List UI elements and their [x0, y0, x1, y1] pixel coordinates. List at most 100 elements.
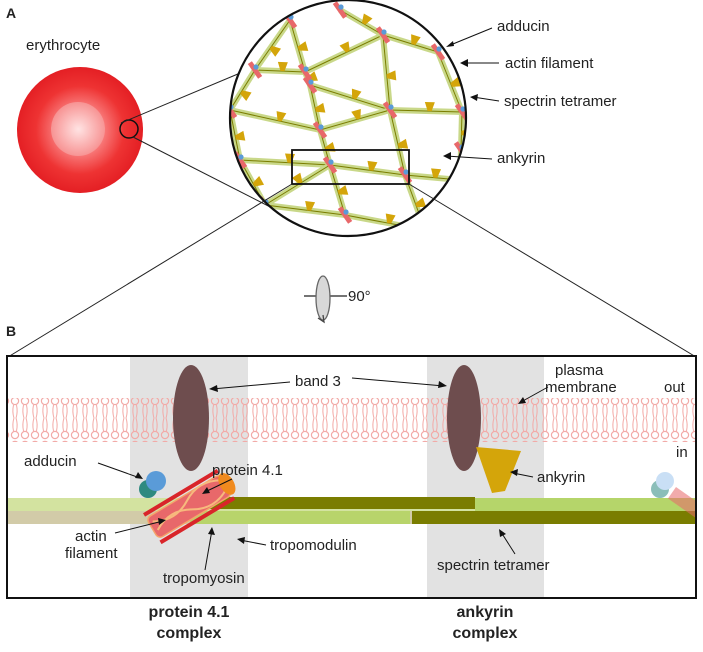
protein41-complex-caption-line1: protein 4.1	[149, 604, 230, 621]
erythrocyte-cell	[17, 67, 143, 193]
ankyrin-marker	[361, 13, 373, 25]
tropomodulin-label: tropomodulin	[270, 537, 357, 554]
ankyrin-marker	[411, 34, 421, 45]
ankyrin-marker	[351, 88, 362, 100]
ankyrin-marker	[339, 41, 350, 53]
spectrin-segment-core	[264, 204, 346, 216]
ankyrin-complex-caption-line1: ankyrin	[457, 604, 514, 621]
spectrin-segment-core	[460, 111, 463, 151]
actin-junction	[230, 101, 238, 119]
actin-junction	[247, 61, 263, 79]
ankyrin-protein	[476, 447, 521, 493]
ankyrin-marker	[460, 161, 466, 172]
adducin-dot	[460, 106, 466, 112]
zoom-line-upper	[120, 70, 246, 124]
rotation-label: 90°	[348, 288, 371, 305]
plasma-label-line2: membrane	[545, 379, 617, 396]
adducin-dot	[328, 159, 334, 165]
adducin-dot	[343, 209, 349, 215]
actin-junction	[337, 206, 353, 224]
actin-label-line1: actin	[75, 528, 107, 545]
spectrin-segment-core	[339, 9, 384, 36]
adducin-dot	[253, 64, 259, 70]
ankyrin-marker	[291, 172, 303, 185]
ankyrin-marker	[385, 213, 396, 224]
ankyrin-marker	[397, 138, 409, 149]
band3-protein-left	[173, 365, 209, 471]
actin-label-line2: filament	[65, 545, 118, 562]
actin-junction	[417, 221, 433, 236]
spectrin-segment-core	[382, 34, 439, 53]
zoom-line-b-right	[408, 183, 697, 358]
adducin-dot	[238, 154, 244, 160]
right-partial-complex	[651, 472, 696, 533]
panel-a-letter: A	[6, 5, 16, 21]
adducin-dot	[388, 104, 394, 110]
spectrin-segment-core	[264, 164, 331, 206]
adducin-label-b: adducin	[24, 453, 77, 470]
actin-junction	[382, 101, 398, 119]
ankyrin-marker	[277, 61, 288, 72]
plasma-membrane-bilayer	[7, 398, 696, 442]
band3-label: band 3	[295, 373, 341, 390]
ankyrin-marker	[276, 111, 287, 122]
actin-junction	[302, 76, 318, 94]
ankyrin-marker	[305, 200, 316, 211]
spectrin-tetramer-label-a: spectrin tetramer	[504, 93, 617, 110]
spectrin-segment-core	[254, 19, 291, 71]
ankyrin-marker	[240, 90, 252, 102]
actin-filament-complex	[143, 468, 236, 545]
adducin-dot	[436, 46, 442, 52]
spectrin-segment-core	[309, 84, 391, 111]
adducin-blue-subunit	[146, 471, 166, 491]
ankyrin-marker	[315, 102, 326, 113]
ankyrin-marker	[337, 185, 349, 195]
rotation-icon	[304, 275, 347, 324]
ankyrin-marker	[431, 168, 442, 178]
adducin-dot	[458, 174, 464, 180]
zoom-line-lower	[132, 136, 281, 213]
spectrin-segment-core	[319, 109, 391, 131]
spectrin-segment-core	[230, 109, 241, 161]
actin-junction	[322, 156, 338, 174]
actin-junction	[430, 43, 446, 61]
ankyrin-label-b: ankyrin	[537, 469, 585, 486]
erythrocyte-label: erythrocyte	[26, 37, 100, 54]
panel-b-detail	[6, 355, 697, 599]
spectrin-strand-dark-right	[412, 511, 696, 524]
actin-junction	[452, 171, 466, 189]
spectrin-segment-core	[437, 51, 463, 113]
tropomodulin-cap	[218, 472, 236, 495]
protein41-label: protein 4.1	[212, 462, 283, 479]
plasma-label-line1: plasma	[555, 362, 604, 379]
ankyrin-marker	[415, 197, 427, 208]
adducin-dot	[308, 79, 314, 85]
ankyrin-marker	[297, 41, 309, 51]
adducin-dot	[403, 169, 409, 175]
actin-junction	[312, 121, 328, 139]
ankyrin-marker	[252, 176, 265, 187]
actin-junction	[332, 1, 348, 19]
spectrin-segment-core	[230, 109, 321, 131]
adducin-dot	[381, 29, 387, 35]
spectrin-segment-core	[329, 164, 346, 216]
zoom-line-b-left	[7, 183, 293, 358]
spectrin-segment-core	[389, 109, 463, 113]
ankyrin-marker	[424, 101, 435, 112]
adducin-dot	[318, 124, 324, 130]
ankyrin-marker	[386, 70, 397, 81]
actin-junction	[297, 63, 313, 81]
spectrin-segment-core	[289, 19, 306, 73]
ankyrin-marker	[351, 108, 361, 120]
spectrin-segment-core	[254, 69, 306, 73]
spectrin-segment-core	[389, 109, 406, 176]
adducin-dot	[303, 66, 309, 72]
protein41-complex-caption-line2: complex	[157, 625, 222, 642]
actin-filament-label-a: actin filament	[505, 55, 594, 72]
in-label: in	[676, 444, 688, 461]
adducin-label-a: adducin	[497, 18, 550, 35]
ankyrin-complex-bg	[427, 356, 544, 598]
actin-junction	[375, 26, 391, 44]
ankyrin-marker	[235, 130, 246, 141]
